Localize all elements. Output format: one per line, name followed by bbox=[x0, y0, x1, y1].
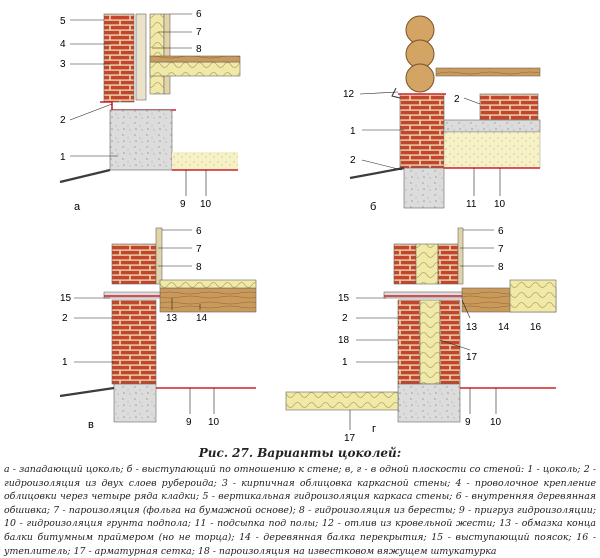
callout-18: 18 bbox=[338, 335, 350, 346]
floor-insulation bbox=[509, 279, 557, 313]
brick-plinth bbox=[111, 299, 157, 385]
callout-15: 15 bbox=[60, 293, 72, 304]
inner-lining bbox=[457, 227, 464, 285]
panel-letter-a: а bbox=[74, 201, 81, 213]
callout-9: 9 bbox=[465, 417, 471, 428]
plinth-foundation bbox=[113, 383, 157, 423]
callout-8: 8 bbox=[498, 262, 504, 273]
callout-5: 5 bbox=[60, 16, 66, 27]
leader bbox=[439, 339, 471, 351]
inner-lining bbox=[163, 13, 171, 95]
callout-6: 6 bbox=[196, 9, 202, 20]
ground-slope bbox=[59, 386, 115, 398]
callout-10: 10 bbox=[490, 417, 502, 428]
log bbox=[405, 63, 435, 93]
callout-11: 11 bbox=[466, 199, 477, 210]
callout-1: 1 bbox=[350, 126, 356, 137]
caption-legend-part-1: а - западающий цоколь; б - выступающий п… bbox=[4, 464, 596, 530]
caption-legend: а - западающий цоколь; б - выступающий п… bbox=[4, 463, 596, 558]
callout-2: 2 bbox=[350, 155, 356, 166]
ground-slope bbox=[59, 168, 111, 184]
ground-slope bbox=[349, 166, 405, 180]
panel-letter-v: в bbox=[88, 419, 94, 431]
belt-course bbox=[103, 291, 161, 299]
floor-board bbox=[159, 279, 257, 289]
floor-beam bbox=[159, 287, 257, 313]
drip-edge bbox=[391, 87, 401, 99]
callout-17-bottom: 17 bbox=[344, 433, 356, 444]
callout-10: 10 bbox=[208, 417, 220, 428]
callout-3: 3 bbox=[60, 59, 66, 70]
callout-2: 2 bbox=[342, 313, 348, 324]
floor-board bbox=[149, 55, 241, 63]
waterproofing-line bbox=[100, 101, 176, 111]
plinth-insulation bbox=[419, 299, 441, 385]
leader bbox=[463, 97, 481, 105]
callout-7: 7 bbox=[196, 27, 202, 38]
callout-6: 6 bbox=[498, 226, 504, 237]
callout-1: 1 bbox=[60, 152, 66, 163]
panel-b: 12 1 2 2 11 10 б bbox=[343, 15, 541, 213]
callout-14: 14 bbox=[196, 313, 208, 324]
leader bbox=[361, 159, 403, 171]
figure-caption: Рис. 27. Варианты цоколей: а - западающи… bbox=[4, 446, 596, 558]
callout-15: 15 bbox=[338, 293, 350, 304]
brick-pillar bbox=[479, 93, 539, 121]
callout-10: 10 bbox=[494, 199, 506, 210]
leader bbox=[461, 299, 471, 319]
brick-wall bbox=[111, 243, 157, 285]
callout-2: 2 bbox=[60, 115, 66, 126]
callout-14: 14 bbox=[498, 322, 510, 333]
brick-plinth-inner bbox=[439, 299, 461, 385]
floor-beam bbox=[149, 61, 241, 77]
wall-insulation bbox=[415, 243, 439, 285]
brick-wall-inner bbox=[437, 243, 459, 285]
callout-10: 10 bbox=[200, 199, 212, 210]
caption-title: Рис. 27. Варианты цоколей: bbox=[198, 446, 402, 460]
callout-7: 7 bbox=[196, 244, 202, 255]
panel-letter-g: г bbox=[372, 423, 376, 435]
callout-4: 4 bbox=[60, 39, 66, 50]
brick-plinth-outer bbox=[397, 299, 421, 385]
callout-2: 2 bbox=[62, 313, 68, 324]
callout-7: 7 bbox=[498, 244, 504, 255]
callout-1: 1 bbox=[342, 357, 348, 368]
callout-6: 6 bbox=[196, 226, 202, 237]
callout-1: 1 bbox=[62, 357, 68, 368]
plinth-foundation bbox=[397, 383, 461, 423]
callout-9: 9 bbox=[180, 199, 186, 210]
floor-board bbox=[435, 67, 541, 77]
inner-lining bbox=[155, 227, 163, 285]
plinth bbox=[109, 109, 173, 171]
panel-letter-b: б bbox=[370, 201, 376, 213]
callout-13: 13 bbox=[466, 322, 478, 333]
subfloor-fill bbox=[172, 152, 238, 170]
panel-g: 6 7 8 15 2 18 1 13 17 14 16 17 9 10 г bbox=[285, 226, 557, 444]
concrete-slab bbox=[443, 119, 541, 133]
brick-plinth bbox=[399, 93, 445, 169]
frame-post bbox=[135, 13, 147, 101]
wall-insulation bbox=[149, 13, 165, 95]
subfloor-fill bbox=[443, 131, 541, 169]
panel-v: 6 7 8 15 2 1 13 14 9 10 в bbox=[59, 226, 257, 431]
callout-8: 8 bbox=[196, 262, 202, 273]
callout-9: 9 bbox=[186, 417, 192, 428]
brick-cladding bbox=[103, 13, 135, 103]
caption-legend-part-2: 12 - отлив из кровельной жести; 13 - обм… bbox=[4, 518, 597, 557]
leader bbox=[359, 91, 399, 95]
callout-12: 12 bbox=[343, 89, 355, 100]
belt-course bbox=[383, 291, 463, 299]
exterior-insulation bbox=[285, 391, 399, 411]
brick-wall-outer bbox=[393, 243, 417, 285]
callout-2-pillar: 2 bbox=[454, 94, 460, 105]
callout-16: 16 bbox=[530, 322, 542, 333]
callout-13: 13 bbox=[166, 313, 178, 324]
callout-17: 17 bbox=[466, 352, 478, 363]
leader bbox=[69, 103, 113, 121]
plinth bbox=[403, 167, 445, 209]
panel-a: 5 4 3 2 1 6 7 8 9 10 а bbox=[59, 9, 241, 213]
callout-8: 8 bbox=[196, 44, 202, 55]
